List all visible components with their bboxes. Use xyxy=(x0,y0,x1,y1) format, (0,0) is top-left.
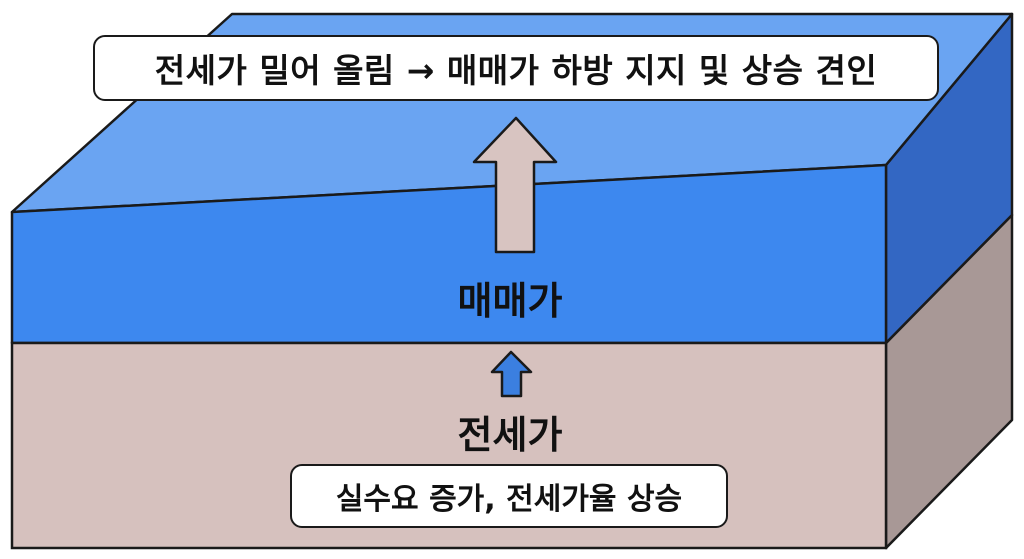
upper-layer-label: 매매가 xyxy=(457,279,563,323)
up-arrow-icon xyxy=(472,116,558,254)
bottom-callout: 실수요 증가, 전세가율 상승 xyxy=(290,464,728,528)
top-callout: 전세가 밀어 올림 → 매매가 하방 지지 및 상승 견인 xyxy=(93,35,939,101)
up-arrow-icon xyxy=(490,350,533,398)
bottom-callout-text: 실수요 증가, 전세가율 상승 xyxy=(335,482,683,517)
top-callout-text: 전세가 밀어 올림 → 매매가 하방 지지 및 상승 견인 xyxy=(154,51,878,90)
lower-layer-label: 전세가 xyxy=(457,413,563,457)
